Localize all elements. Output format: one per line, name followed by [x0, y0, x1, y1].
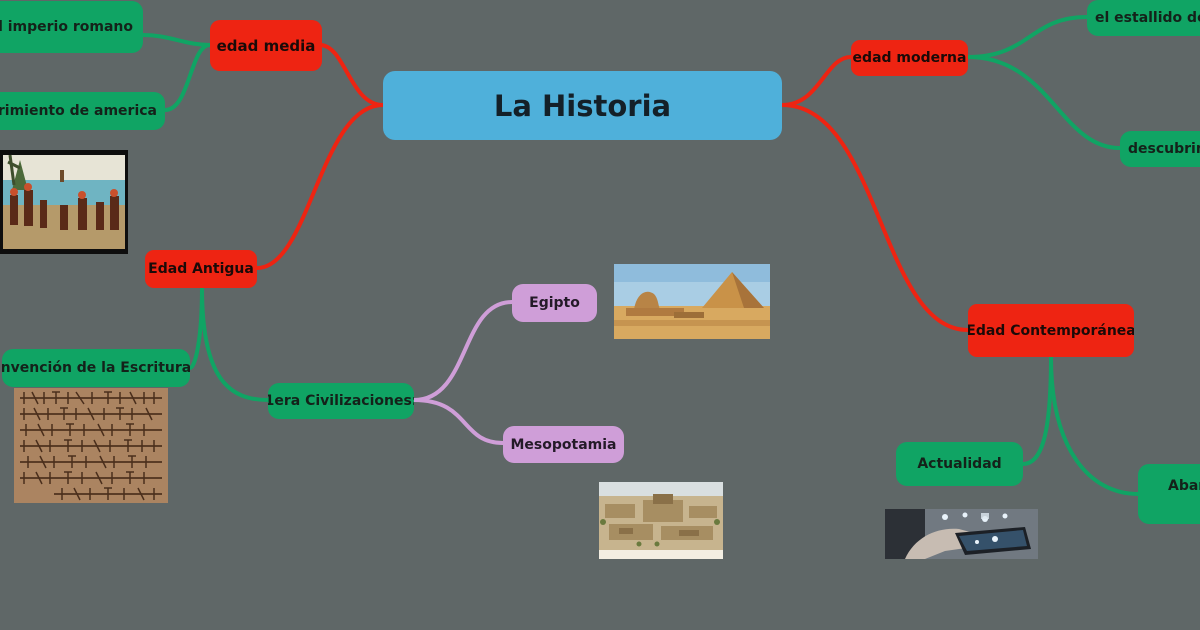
technology-image[interactable] — [885, 509, 1038, 559]
leaf-descubrimientos-label: descubrim — [1128, 141, 1200, 157]
leaf-egipto[interactable]: Egipto — [512, 284, 597, 322]
connector-moderna-descubrim — [966, 55, 1122, 150]
branch-edad-antigua-label: Edad Antigua — [148, 261, 254, 277]
connector-central-edad-antigua — [255, 103, 385, 270]
leaf-estallido-label: el estallido de la — [1095, 10, 1200, 26]
branch-edad-moderna-label: edad moderna — [852, 50, 967, 66]
connector-media-romano — [141, 33, 212, 47]
leaf-estallido[interactable]: el estallido de la — [1087, 0, 1200, 36]
mesopotamia-image[interactable] — [599, 482, 723, 559]
leaf-egipto-label: Egipto — [529, 295, 580, 311]
branch-edad-contemporanea-label: Edad Contemporánea — [968, 322, 1134, 339]
connector-contemporanea-abar — [1049, 355, 1140, 496]
leaf-imperio-romano-label: del imperio romano — [0, 19, 133, 35]
leaf-descubrimientos[interactable]: descubrim — [1120, 131, 1200, 167]
leaf-escritura-label: Invención de la Escritura. — [2, 360, 190, 376]
connector-civ-mesopotamia — [412, 398, 505, 445]
leaf-descubrimiento-america[interactable]: ubrimiento de america — [0, 92, 165, 130]
connector-central-edad-media — [318, 43, 385, 107]
inscription-image[interactable] — [14, 388, 168, 503]
connector-central-edad-contemporanea — [780, 103, 970, 332]
branch-edad-antigua[interactable]: Edad Antigua — [145, 250, 257, 288]
colonial-painting-image[interactable] — [0, 150, 128, 254]
leaf-mesopotamia-label: Mesopotamia — [510, 436, 617, 453]
leaf-actualidad[interactable]: Actualidad — [896, 442, 1023, 486]
connector-central-edad-moderna — [780, 55, 853, 107]
connector-moderna-estallido — [966, 15, 1089, 59]
leaf-civilizaciones-label: 1era Civilizaciones: — [268, 393, 414, 409]
branch-edad-media-label: edad media — [216, 36, 316, 55]
pyramids-image[interactable] — [614, 264, 770, 339]
central-topic-label: La Historia — [493, 88, 672, 123]
connector-media-america — [163, 43, 212, 112]
leaf-escritura[interactable]: Invención de la Escritura. — [2, 349, 190, 387]
branch-edad-moderna[interactable]: edad moderna — [851, 40, 968, 76]
connector-civ-egipto — [412, 300, 514, 402]
leaf-mesopotamia[interactable]: Mesopotamia — [503, 426, 624, 463]
leaf-descubrimiento-america-label: ubrimiento de america — [0, 103, 157, 119]
leaf-abar[interactable]: Abar — [1138, 464, 1200, 524]
central-topic[interactable]: La Historia — [383, 71, 782, 140]
branch-edad-media[interactable]: edad media — [210, 20, 322, 71]
connector-contemporanea-actualidad — [1021, 355, 1053, 466]
connector-antigua-civilizaciones — [200, 286, 270, 402]
leaf-actualidad-label: Actualidad — [917, 456, 1002, 472]
leaf-imperio-romano[interactable]: del imperio romano — [0, 1, 143, 53]
leaf-abar-label: Abar — [1168, 478, 1200, 494]
leaf-civilizaciones[interactable]: 1era Civilizaciones: — [268, 383, 414, 419]
branch-edad-contemporanea[interactable]: Edad Contemporánea — [968, 304, 1134, 357]
